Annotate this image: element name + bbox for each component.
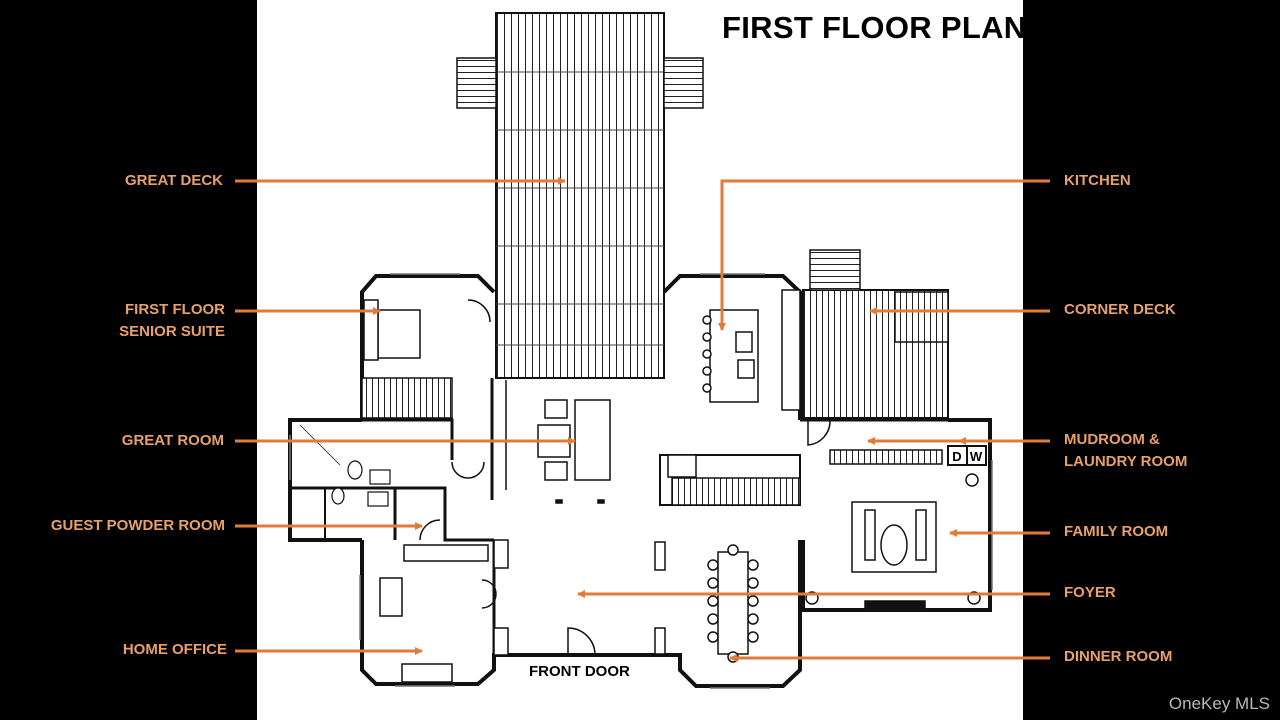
label-mudroom-laundry: MUDROOM & LAUNDRY ROOM — [1064, 431, 1188, 470]
label-great-room: GREAT ROOM — [121, 432, 224, 449]
arrow-mudroom-head-2 — [958, 437, 966, 445]
dishwasher-mark: D — [952, 449, 961, 464]
arrow-kitchen — [718, 179, 1050, 331]
bath-fixtures — [299, 424, 391, 507]
office-furniture — [379, 539, 509, 683]
label-foyer: FOYER — [1064, 584, 1116, 601]
great-room-furniture — [505, 380, 801, 506]
senior-suite-furniture — [361, 299, 453, 419]
corner-deck-stair-right — [894, 291, 949, 343]
great-deck — [456, 12, 704, 379]
label-great-deck: GREAT DECK — [124, 172, 223, 189]
great-deck-stair-right — [663, 57, 704, 109]
label-corner-deck: CORNER DECK — [1064, 301, 1176, 318]
washer-mark: W — [970, 449, 983, 464]
front-door-label: FRONT DOOR — [529, 663, 630, 680]
suite-closet — [361, 377, 453, 419]
label-senior-suite: FIRST FLOOR SENIOR SUITE — [119, 301, 225, 340]
mudroom-fixtures — [829, 445, 987, 466]
label-dinner-room: DINNER ROOM — [1064, 648, 1173, 665]
plan-title: FIRST FLOOR PLAN — [722, 10, 1027, 45]
great-deck-stair-left — [456, 57, 497, 109]
corner-deck-stair-top — [809, 249, 861, 291]
family-room-furniture — [805, 473, 981, 610]
doors — [419, 299, 831, 656]
label-kitchen: KITCHEN — [1064, 172, 1131, 189]
windows — [289, 273, 993, 689]
watermark: OneKey MLS — [1168, 694, 1270, 713]
label-guest-powder-room: GUEST POWDER ROOM — [50, 517, 225, 534]
label-home-office: HOME OFFICE — [122, 641, 227, 658]
label-family-room: FAMILY ROOM — [1064, 523, 1169, 540]
